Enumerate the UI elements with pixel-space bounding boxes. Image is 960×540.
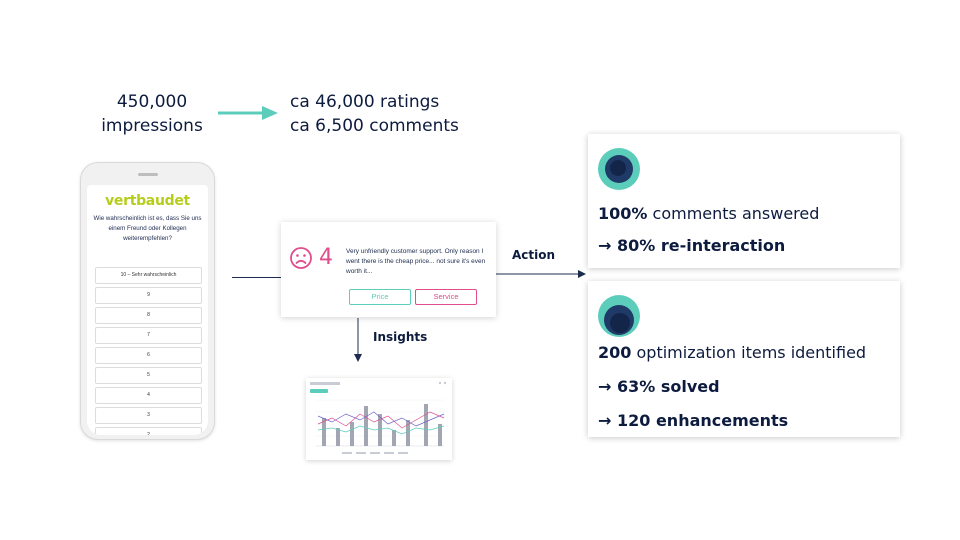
dashboard-chart-graphic xyxy=(306,378,452,460)
comments-answered-line: 100% comments answered xyxy=(598,204,819,223)
sad-face-icon xyxy=(290,247,312,269)
comments-result-card: 100% comments answered → 80% re-interact… xyxy=(588,134,900,268)
optimization-result-card: 200 optimization items identified → 63% … xyxy=(588,281,900,437)
comments-count: ca 6,500 comments xyxy=(290,116,459,136)
impressions-label: impressions xyxy=(101,116,203,136)
comments-answered-value: 100% xyxy=(598,204,648,223)
rating-option[interactable]: 7 xyxy=(95,327,202,344)
rating-list: 10 – Sehr wahrscheinlich 9 8 7 6 5 4 3 2 xyxy=(95,267,202,435)
survey-question: Wie wahrscheinlich ist es, dass Sie uns … xyxy=(93,215,202,242)
rating-option[interactable]: 6 xyxy=(95,347,202,364)
optimization-items-text: optimization items identified xyxy=(631,343,867,362)
teal-circle-icon xyxy=(598,148,640,190)
optimization-items-line: 200 optimization items identified xyxy=(598,343,866,362)
rating-option[interactable]: 3 xyxy=(95,407,202,424)
tag-price[interactable]: Price xyxy=(349,289,411,305)
insights-arrow-icon xyxy=(354,318,362,362)
enhancements-line: → 120 enhancements xyxy=(598,411,789,430)
rating-option[interactable]: 8 xyxy=(95,307,202,324)
action-arrow-icon xyxy=(496,270,586,278)
comments-answered-text: comments answered xyxy=(647,204,820,223)
flow-arrow-icon xyxy=(218,106,278,120)
insights-label: Insights xyxy=(373,330,428,344)
phone-screen: vertbaudet Wie wahrscheinlich ist es, da… xyxy=(87,185,208,435)
solved-line: → 63% solved xyxy=(598,377,720,396)
brand-logo: vertbaudet xyxy=(105,193,190,209)
impressions-value: 450,000 xyxy=(116,92,188,112)
feedback-comment: Very unfriendly customer support. Only r… xyxy=(346,248,486,275)
impressions-stat: 450,000 impressions xyxy=(92,90,212,138)
rating-option[interactable]: 4 xyxy=(95,387,202,404)
phone-speaker xyxy=(138,173,158,176)
connector-line xyxy=(232,277,281,278)
rating-option[interactable]: 9 xyxy=(95,287,202,304)
rating-score: 4 xyxy=(319,245,333,270)
rating-option[interactable]: 10 – Sehr wahrscheinlich xyxy=(95,267,202,284)
rating-option[interactable]: 2 xyxy=(95,427,202,435)
insights-dashboard-thumbnail xyxy=(306,378,452,460)
re-interaction-line: → 80% re-interaction xyxy=(598,236,786,255)
tag-service[interactable]: Service xyxy=(415,289,477,305)
optimization-items-value: 200 xyxy=(598,343,632,362)
rating-option[interactable]: 5 xyxy=(95,367,202,384)
ratings-count: ca 46,000 ratings xyxy=(290,92,440,112)
results-stat: ca 46,000 ratings ca 6,500 comments xyxy=(290,90,490,138)
action-label: Action xyxy=(512,248,556,262)
feedback-card: 4 Very unfriendly customer support. Only… xyxy=(281,222,496,317)
teal-circle-icon xyxy=(598,295,640,337)
phone-mockup: vertbaudet Wie wahrscheinlich ist es, da… xyxy=(80,162,215,440)
